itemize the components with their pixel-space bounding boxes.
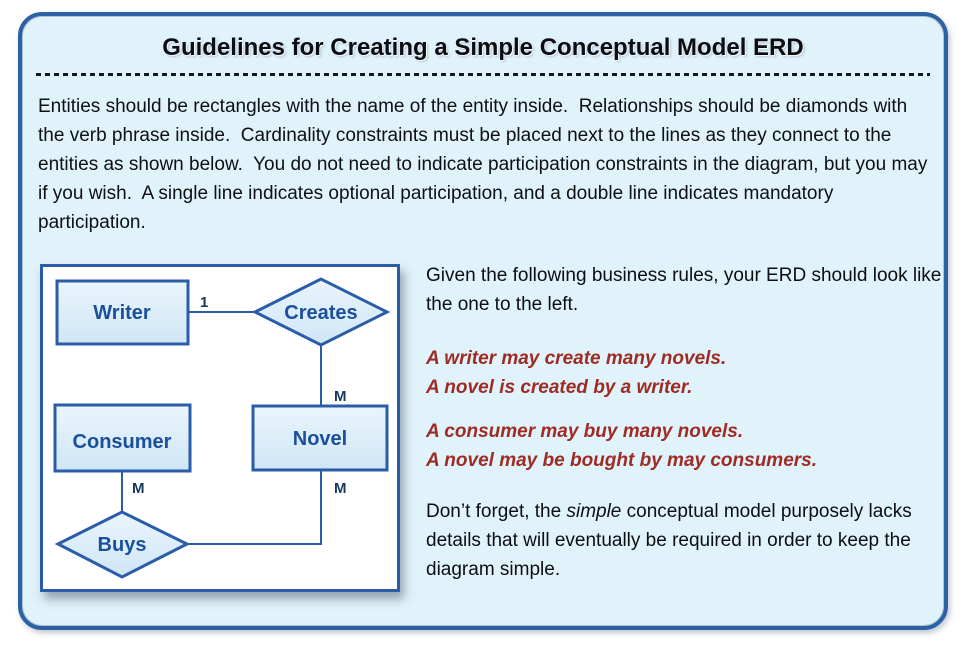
consumer-entity (53, 403, 192, 473)
consumer-label: Consumer (73, 431, 172, 453)
buys-relationship (54, 510, 191, 579)
writer-entity (55, 279, 190, 346)
business-rules-consumer: A consumer may buy many novels. A novel … (426, 417, 944, 476)
novel-entity (251, 404, 389, 472)
cardinality-writer-creates: 1 (200, 294, 208, 311)
lead-paragraph: Given the following business rules, your… (426, 265, 947, 315)
dotted-divider (36, 73, 930, 76)
cardinality-consumer-buys: M (132, 480, 145, 497)
buys-label: Buys (98, 534, 147, 556)
page-title: Guidelines for Creating a Simple Concept… (162, 34, 804, 61)
rule-line: A consumer may buy many novels. (426, 420, 744, 442)
closing-emphasis: simple (566, 500, 622, 522)
creates-relationship (251, 277, 391, 347)
rule-line: A writer may create many novels. (426, 347, 727, 369)
right-column: Given the following business rules, your… (426, 262, 944, 585)
cardinality-creates-novel: M (334, 388, 347, 405)
erd-diagram: Writer Consumer Novel Creates Buys 1 M M… (40, 264, 400, 592)
rule-line: A novel may be bought by may consumers. (426, 450, 818, 472)
intro-paragraph: Entities should be rectangles with the n… (38, 96, 933, 234)
cardinality-buys-novel: M (334, 480, 347, 497)
rule-line: A novel is created by a writer. (426, 377, 693, 399)
writer-label: Writer (93, 302, 151, 324)
closing-paragraph: Don’t forget, the simple conceptual mode… (426, 497, 944, 585)
closing-suffix: conceptual model purposely lacks details… (426, 500, 912, 581)
business-rules-writer: A writer may create many novels. A novel… (426, 344, 944, 403)
guidelines-panel: Guidelines for Creating a Simple Concept… (18, 12, 948, 630)
line-buys-novel (187, 470, 322, 545)
closing-prefix: Don’t forget, the (426, 500, 567, 522)
creates-label: Creates (284, 302, 357, 324)
erd-svg: Writer Consumer Novel Creates Buys 1 M M… (53, 277, 391, 579)
novel-label: Novel (293, 428, 347, 450)
